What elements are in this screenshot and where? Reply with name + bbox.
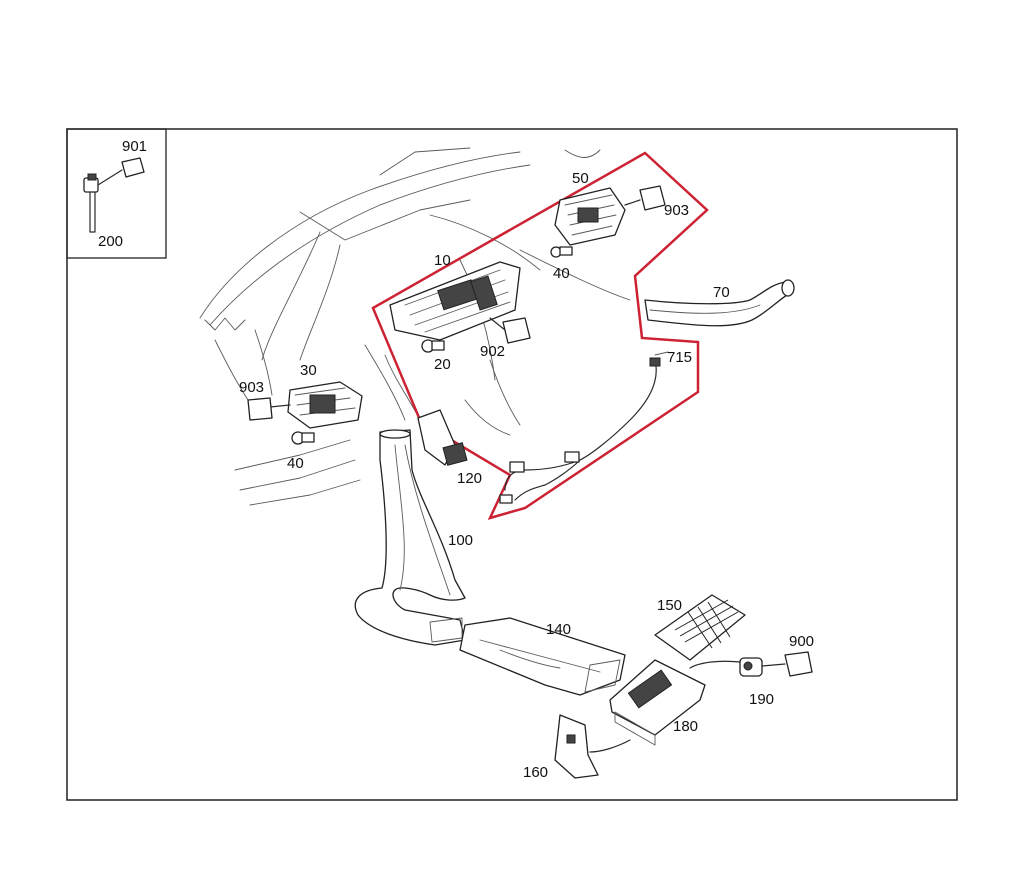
part-901-clip [121,157,145,178]
label-903-top: 903 [664,202,689,219]
label-150: 150 [657,597,682,614]
part-902-clip [502,317,531,344]
part-903-clip-top [639,185,666,211]
label-120: 120 [457,470,482,487]
part-140-duct [459,617,626,696]
part-715-wiring [499,351,669,504]
label-902: 902 [480,343,505,360]
label-140: 140 [546,621,571,638]
part-100-duct [354,429,466,646]
label-100: 100 [448,532,473,549]
label-715: 715 [667,349,692,366]
diagram-frame [66,128,958,801]
inset-box [66,128,167,259]
label-20: 20 [434,356,451,373]
part-50-vent [554,187,641,246]
label-10: 10 [434,252,451,269]
label-903-left: 903 [239,379,264,396]
part-200-sensor [83,169,123,233]
part-160-bracket [554,714,599,779]
part-903-clip-left [247,397,273,421]
part-20-screw [421,339,445,353]
part-180-control-unit [589,659,741,753]
part-150-filter [654,594,746,661]
part-30-left-vent [269,381,363,429]
part-190-sensor [739,657,786,677]
label-30: 30 [300,362,317,379]
label-190: 190 [749,691,774,708]
label-40-top: 40 [553,265,570,282]
part-120-bracket [417,409,468,466]
label-901: 901 [122,138,147,155]
label-200: 200 [98,233,123,250]
part-900-clip [784,651,813,677]
label-50: 50 [572,170,589,187]
label-180: 180 [673,718,698,735]
label-160: 160 [523,764,548,781]
label-900: 900 [789,633,814,650]
part-40-screw-top [550,246,573,258]
part-10-center-vent [389,261,521,341]
part-70-duct [644,279,795,327]
label-70: 70 [713,284,730,301]
label-40-left: 40 [287,455,304,472]
part-40-screw-left [291,431,315,445]
